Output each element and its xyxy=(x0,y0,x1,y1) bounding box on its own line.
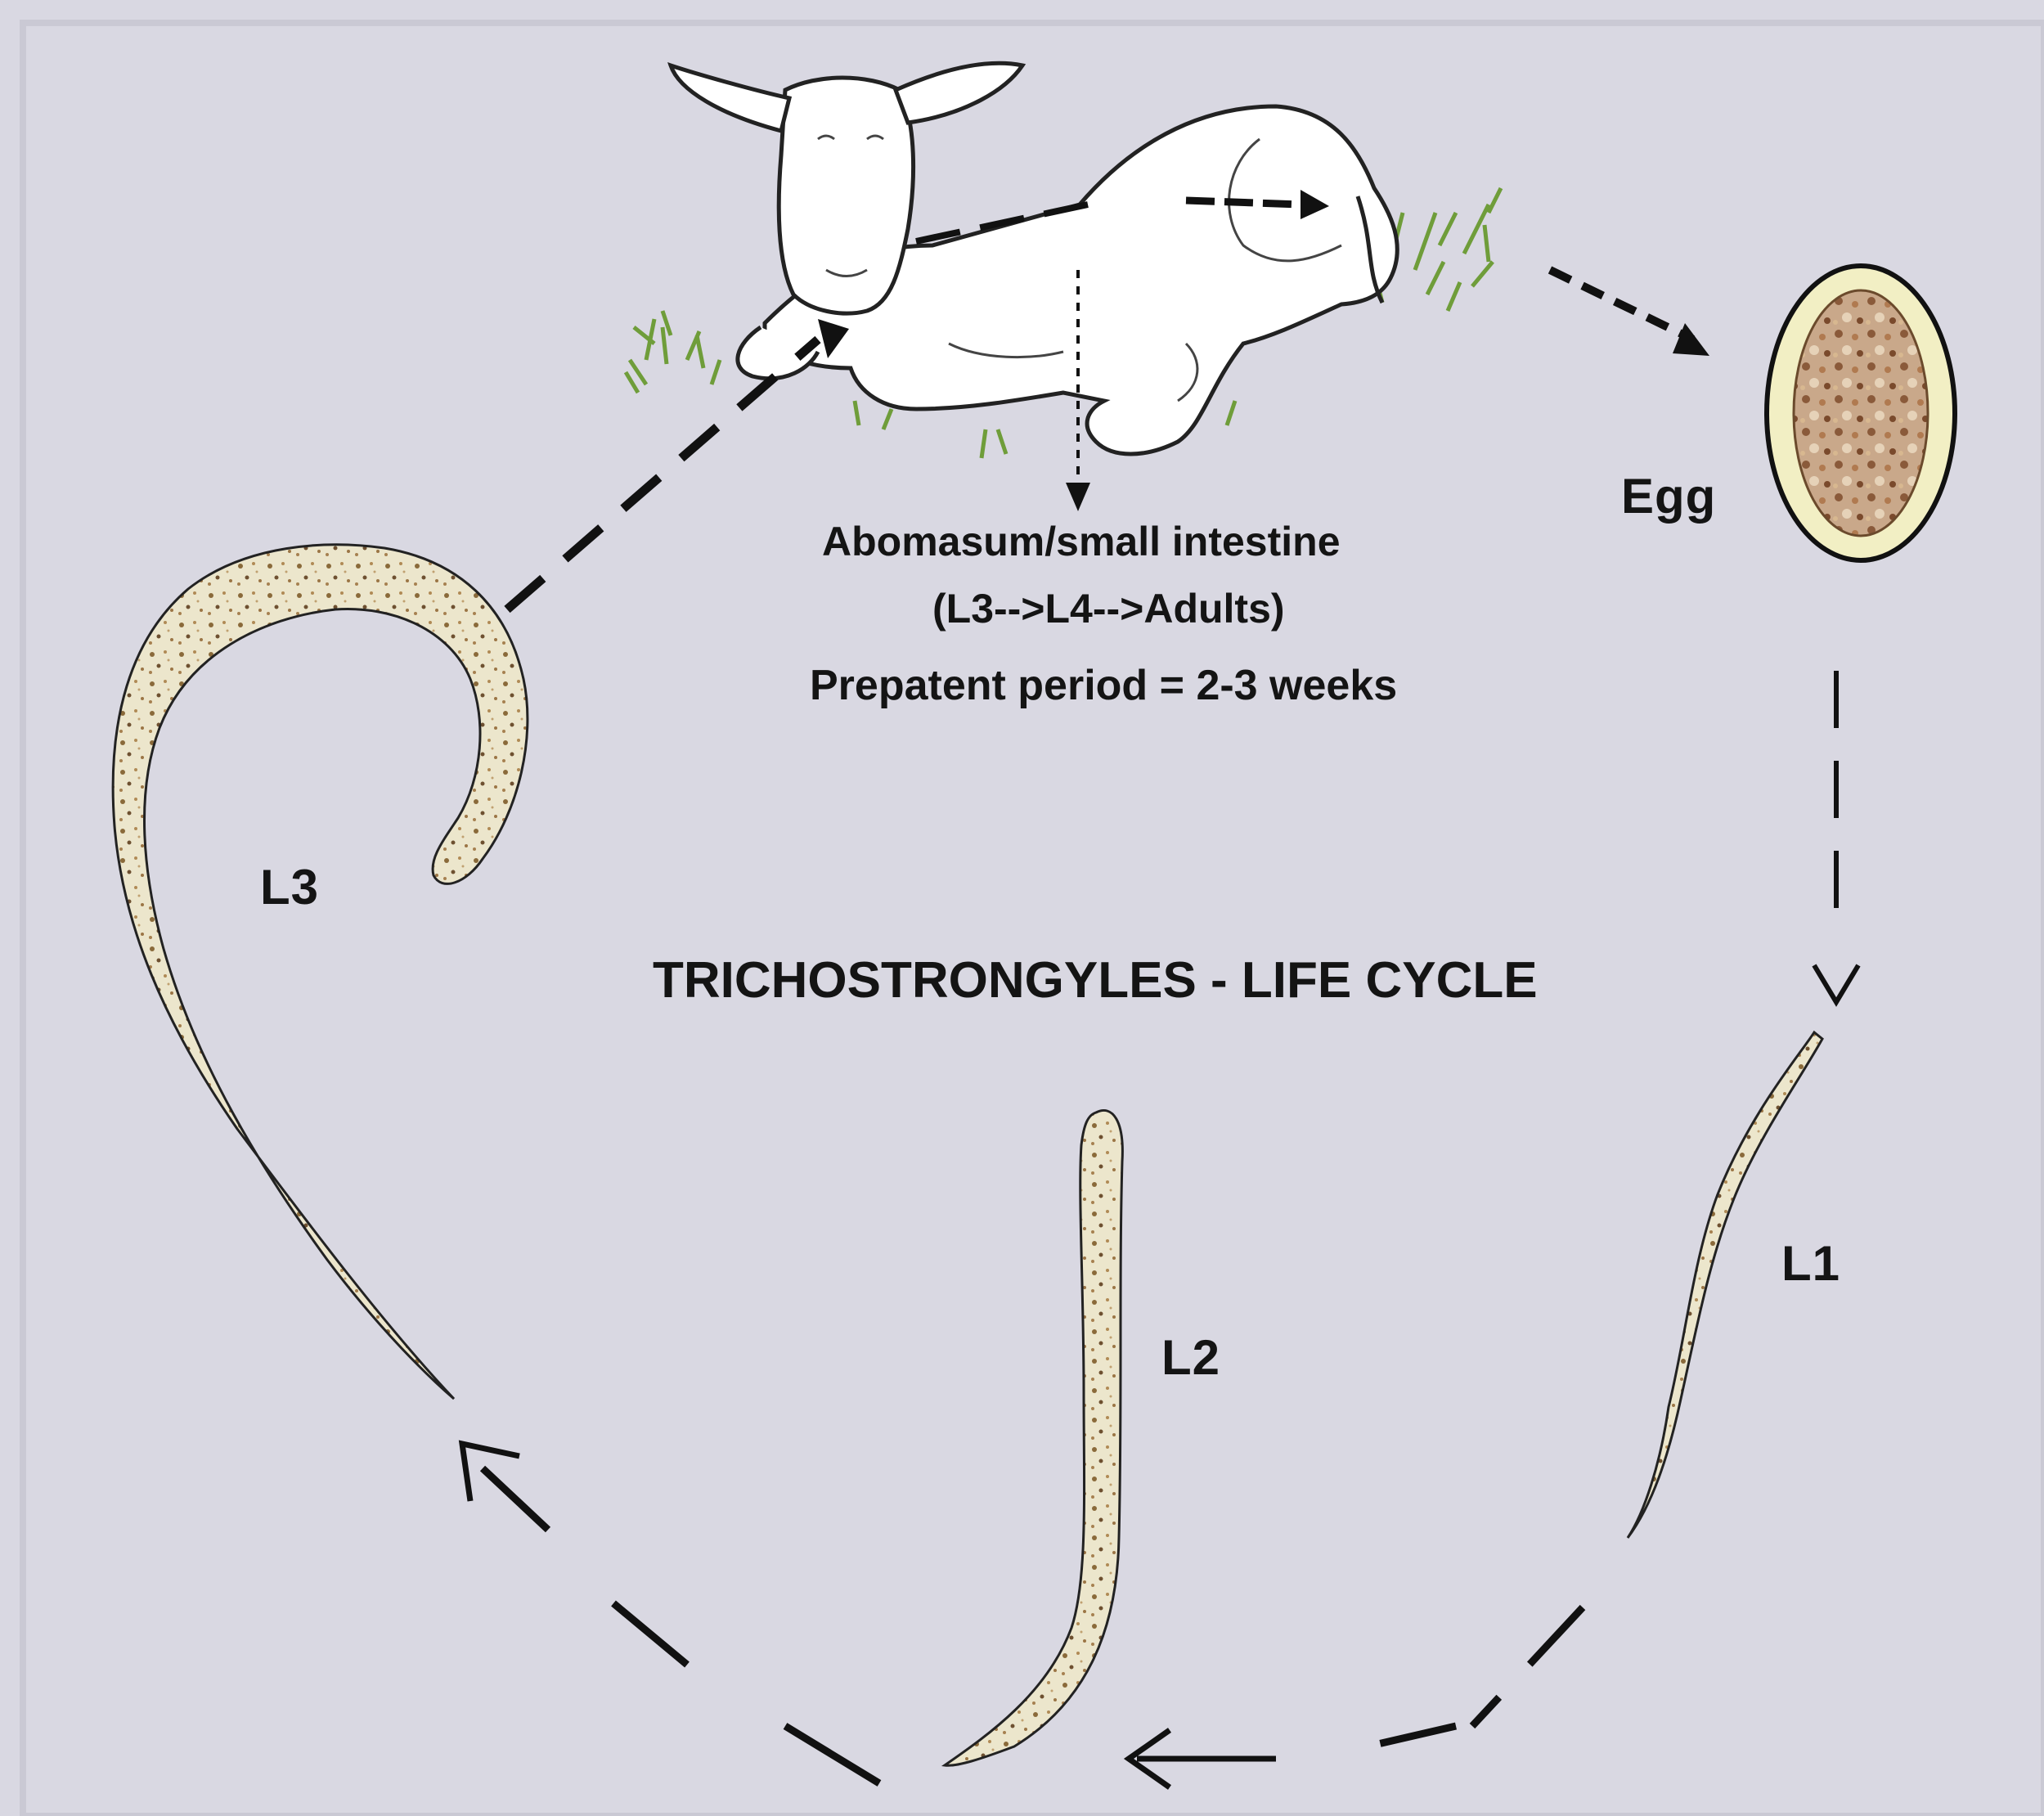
calf-illustration xyxy=(626,63,1501,458)
l1-label: L1 xyxy=(1781,1235,1840,1292)
l3-to-calf-arrow xyxy=(507,339,818,609)
ingestion-path-arrow-2 xyxy=(1186,200,1301,205)
host-site-label: Abomasum/small intestine xyxy=(822,518,1341,565)
to-abomasum-arrowhead xyxy=(1066,483,1090,511)
development-sequence-label: (L3-->L4-->Adults) xyxy=(932,585,1285,632)
egg xyxy=(1767,266,1955,560)
egg-label: Egg xyxy=(1621,468,1716,524)
calf-head xyxy=(779,78,913,313)
calf-to-egg-arrowhead xyxy=(1673,323,1709,356)
l3-larva xyxy=(113,545,528,1399)
calf-ear-left xyxy=(671,65,789,131)
prepatent-period-label: Prepatent period = 2-3 weeks xyxy=(810,661,1397,710)
egg-to-l1-arrowhead xyxy=(1814,965,1858,1002)
l1-to-l2-arrow xyxy=(1350,1607,1583,1751)
l2-label: L2 xyxy=(1161,1329,1220,1386)
calf-ear-right xyxy=(896,63,1022,123)
calf-to-egg-arrow xyxy=(1550,270,1693,339)
l2-larva xyxy=(945,1111,1122,1766)
l2-to-l3-arrow xyxy=(483,1468,879,1783)
l3-label: L3 xyxy=(260,859,319,915)
diagram-title: TRICHOSTRONGYLES - LIFE CYCLE xyxy=(653,951,1538,1009)
